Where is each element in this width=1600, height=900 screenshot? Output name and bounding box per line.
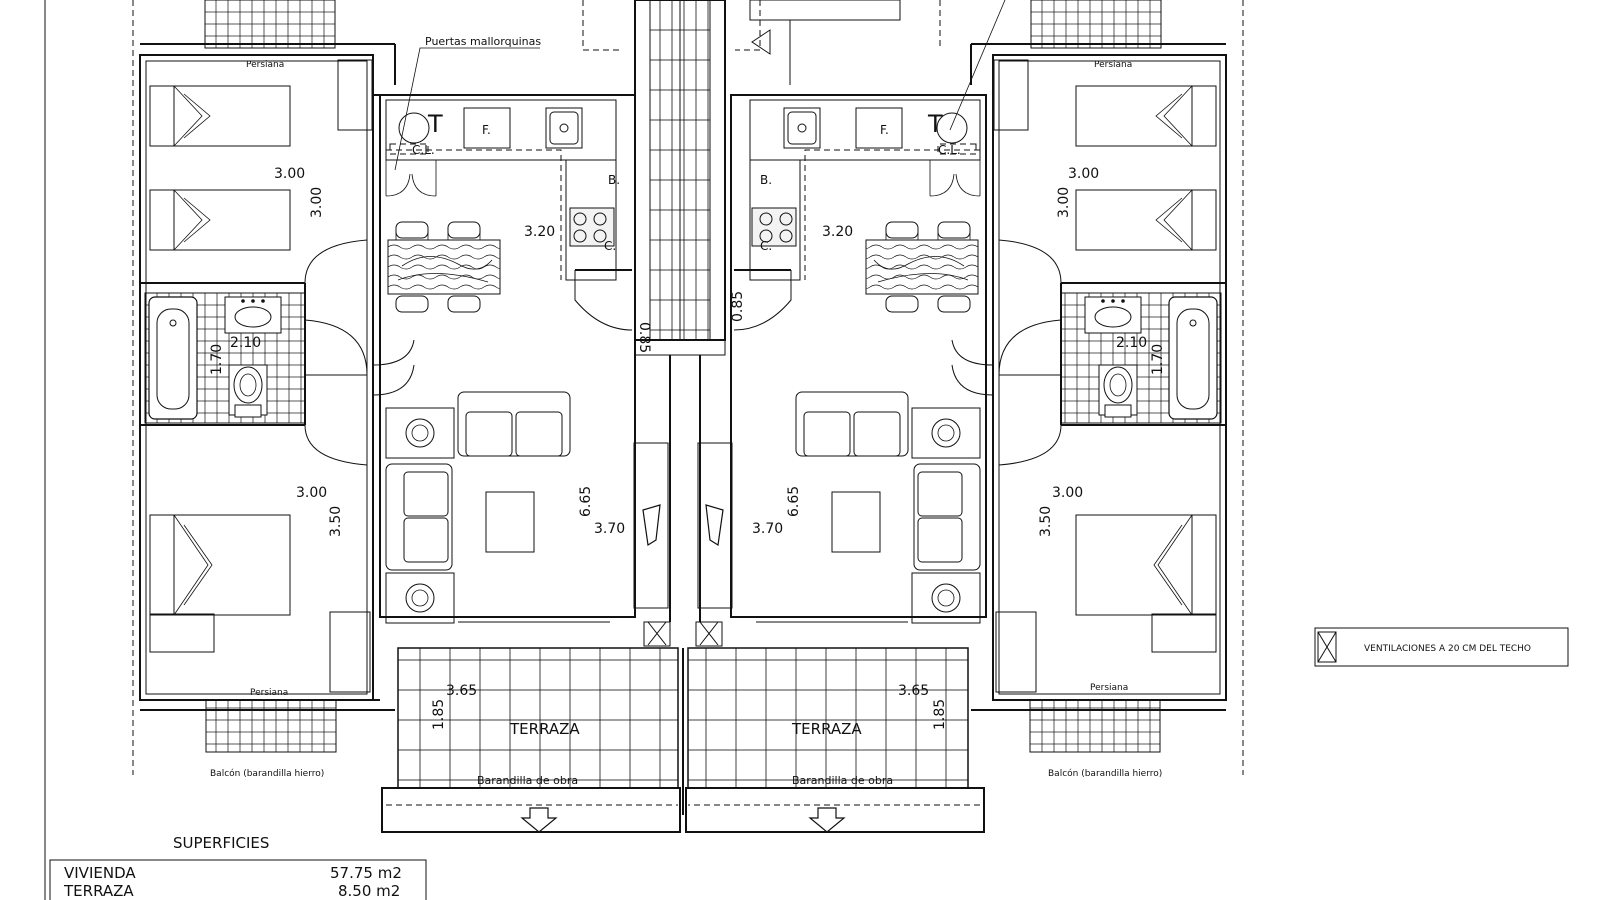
- dim-terraza-w: 3.65: [446, 683, 477, 699]
- superficies-title: SUPERFICIES: [173, 834, 269, 852]
- dim-bedroom3-h: 3.00: [1056, 187, 1072, 218]
- label-terraza-2: TERRAZA: [791, 720, 862, 738]
- labels-left: Puertas mallorquinas Persiana 3.00 3.00 …: [209, 35, 652, 787]
- label-barandilla: Barandilla de obra: [477, 774, 578, 787]
- dim-living-w: 3.70: [594, 521, 625, 537]
- label-terraza: TERRAZA: [509, 720, 580, 738]
- label-barandilla-2: Barandilla de obra: [792, 774, 893, 787]
- label-b: B.: [608, 173, 620, 187]
- dim-bedroom3-w: 3.00: [1068, 166, 1099, 182]
- dim-door: 0.85: [636, 322, 652, 353]
- dim-terraza-w-2: 3.65: [898, 683, 929, 699]
- label-balcon-2: Balcón (barandilla hierro): [1048, 768, 1162, 779]
- row-label-vivienda: VIVIENDA: [64, 864, 136, 882]
- row-value-vivienda: 57.75 m2: [330, 864, 402, 882]
- label-persiana-2: Persiana: [250, 688, 288, 698]
- legend: VENTILACIONES A 20 CM DEL TECHO: [1314, 627, 1569, 667]
- label-c-2: C.: [760, 239, 772, 253]
- unit-left: [139, 0, 681, 833]
- label-fridge-2: F.: [880, 123, 889, 137]
- dim-bath-h-2: 1.70: [1150, 344, 1166, 375]
- dim-living-h-2: 6.65: [786, 486, 802, 517]
- dim-bath-w-2: 2.10: [1116, 335, 1147, 351]
- dim-bedroom1-h: 3.00: [309, 187, 325, 218]
- label-persiana-4: Persiana: [1090, 683, 1128, 693]
- dim-bedroom4-h: 3.50: [1038, 506, 1054, 537]
- row-value-terraza: 8.50 m2: [338, 882, 400, 900]
- dim-kitchen-2: 3.20: [822, 224, 853, 240]
- legend-text: VENTILACIONES A 20 CM DEL TECHO: [1364, 644, 1531, 654]
- dim-kitchen: 3.20: [524, 224, 555, 240]
- label-cl-2: C.L.: [938, 143, 961, 157]
- dim-bedroom2-h: 3.50: [328, 506, 344, 537]
- tv-icon-2: T: [927, 110, 943, 138]
- label-puertas: Puertas mallorquinas: [425, 35, 541, 48]
- staircase: [582, 0, 941, 815]
- dim-door-2: 0.85: [730, 291, 746, 322]
- dim-living-w-2: 3.70: [752, 521, 783, 537]
- tv-icon: T: [427, 110, 443, 138]
- label-persiana-3: Persiana: [1094, 60, 1132, 70]
- dim-bedroom2-w: 3.00: [296, 485, 327, 501]
- labels-right: Persiana 3.00 3.00 3.20 T C.L. F. B. C. …: [730, 60, 1166, 787]
- dim-living-h: 6.65: [578, 486, 594, 517]
- label-persiana: Persiana: [246, 60, 284, 70]
- dim-bedroom4-w: 3.00: [1052, 485, 1083, 501]
- label-c: C.: [604, 239, 616, 253]
- dim-terraza-h-2: 1.85: [932, 699, 948, 730]
- row-label-terraza: TERRAZA: [63, 882, 134, 900]
- superficies-table: SUPERFICIES VIVIENDA 57.75 m2 TERRAZA 8.…: [49, 834, 427, 900]
- label-fridge: F.: [482, 123, 491, 137]
- dim-bath-w: 2.10: [230, 335, 261, 351]
- unit-right: [685, 0, 1227, 833]
- dim-terraza-h: 1.85: [431, 699, 447, 730]
- dim-bedroom1-w: 3.00: [274, 166, 305, 182]
- label-b-2: B.: [760, 173, 772, 187]
- label-cl: C.L.: [412, 143, 435, 157]
- dim-bath-h: 1.70: [209, 344, 225, 375]
- label-balcon: Balcón (barandilla hierro): [210, 768, 324, 779]
